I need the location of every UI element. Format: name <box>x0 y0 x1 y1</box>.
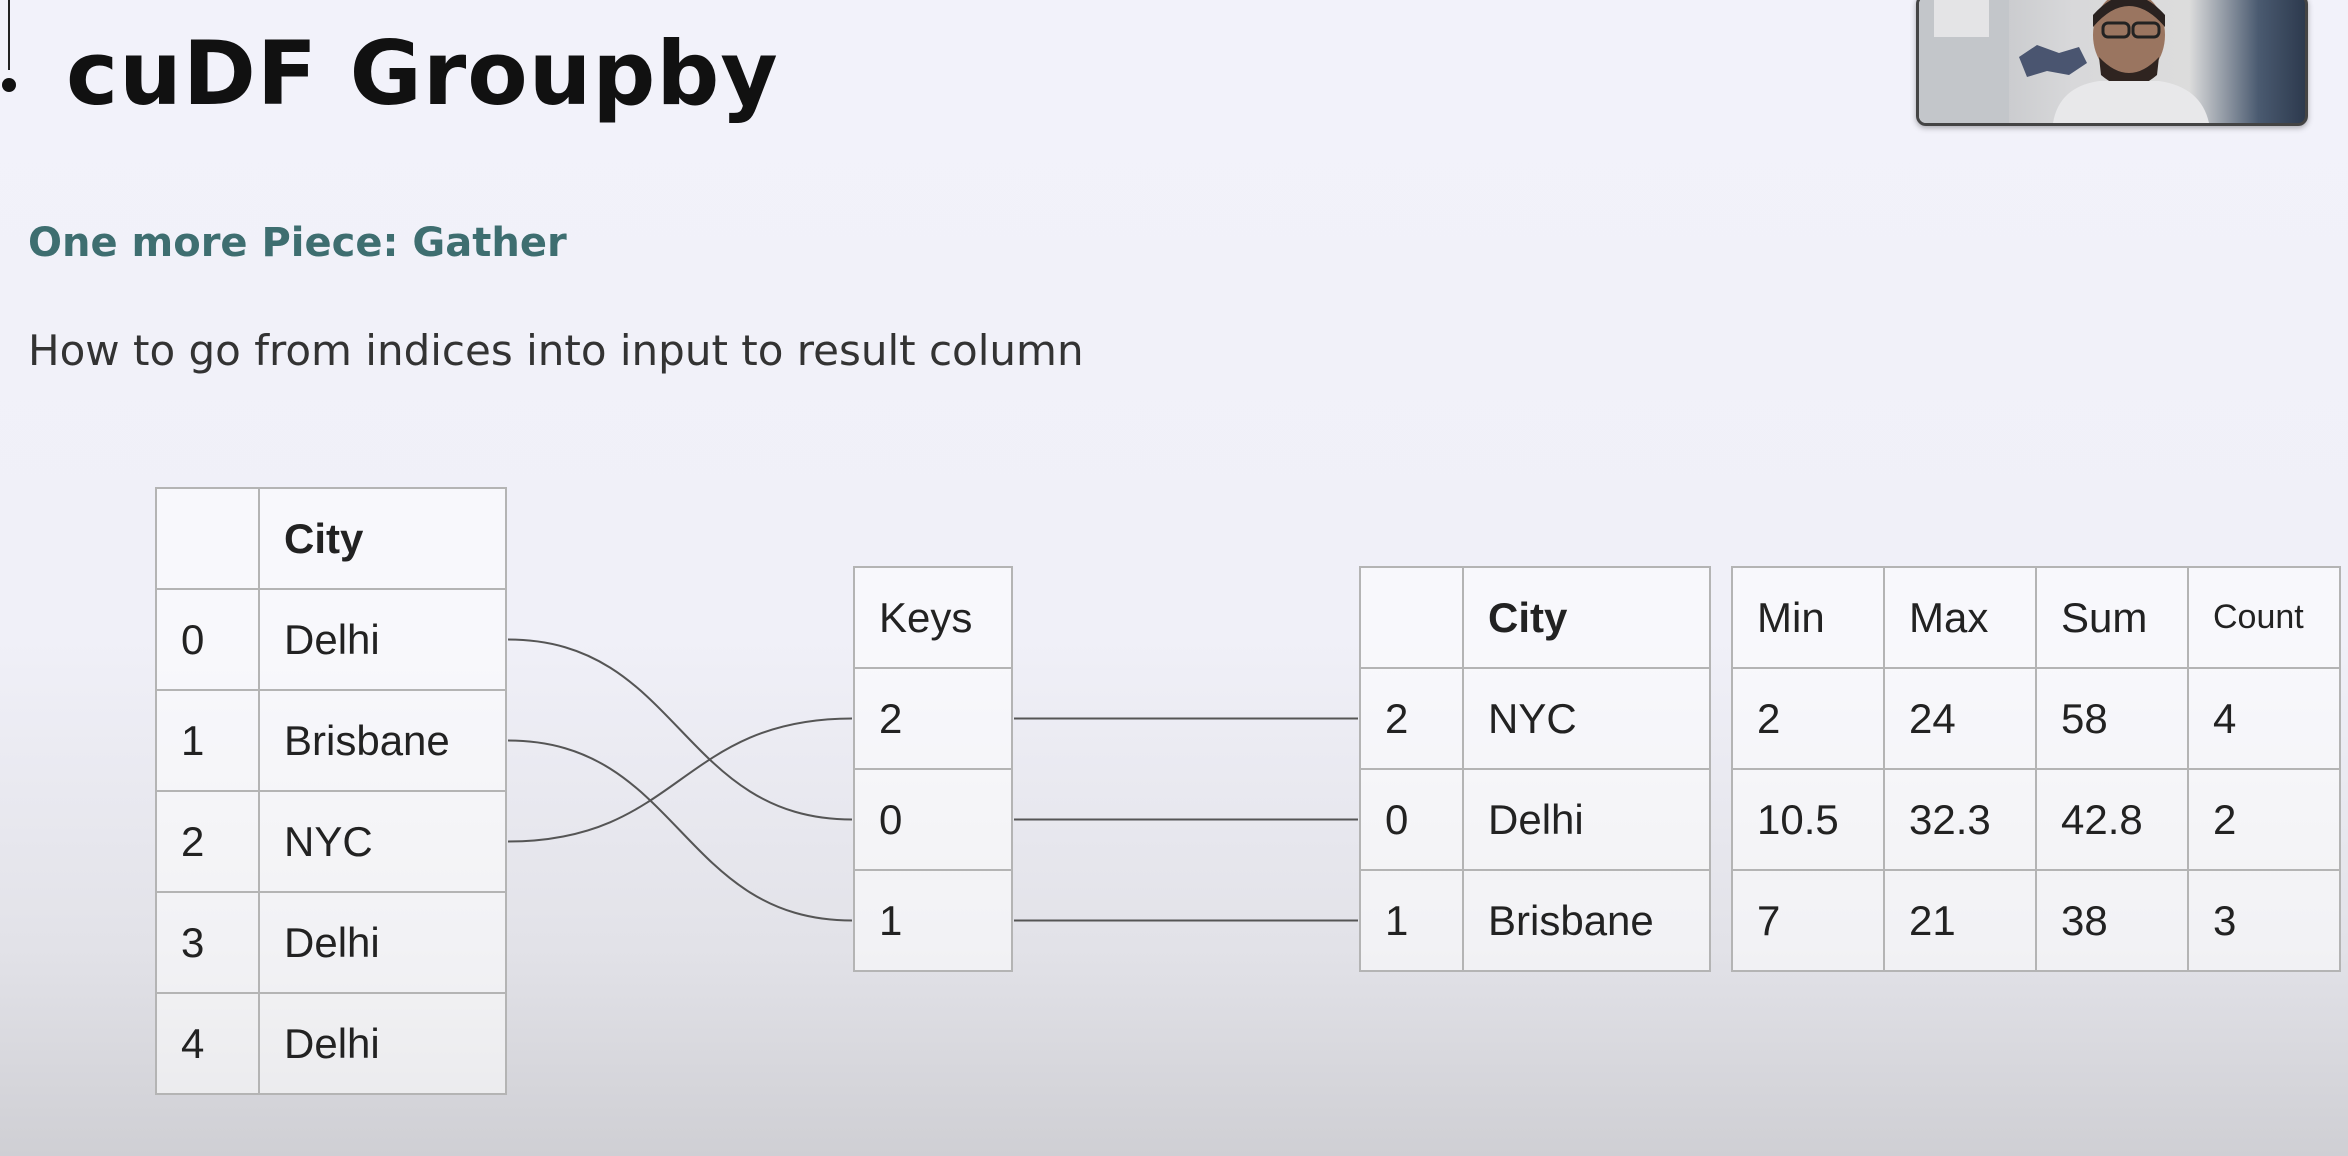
result-city-table: City 2 NYC 0 Delhi 1 Brisbane <box>1359 566 1711 972</box>
table-header-row: City <box>1359 566 1711 669</box>
index-cell: 3 <box>155 891 260 994</box>
aggregate-table: Min Max Sum Count 2 24 58 4 10.5 32.3 42… <box>1731 566 2341 972</box>
presenter-video-icon <box>1919 0 2209 123</box>
city-cell: Delhi <box>258 891 507 994</box>
table-row: 0 Delhi <box>1359 768 1711 871</box>
table-row: 10.5 32.3 42.8 2 <box>1731 768 2341 871</box>
max-header-cell: Max <box>1883 566 2037 669</box>
keys-header-cell: Keys <box>853 566 1013 669</box>
city-cell: Brisbane <box>258 689 507 792</box>
sum-cell: 58 <box>2035 667 2189 770</box>
city-cell: Delhi <box>258 992 507 1095</box>
max-cell: 32.3 <box>1883 768 2037 871</box>
table-row: 2 <box>853 667 1013 770</box>
table-header-row: Keys <box>853 566 1013 669</box>
table-row: 3 Delhi <box>155 891 507 994</box>
count-cell: 3 <box>2187 869 2341 972</box>
table-row: 4 Delhi <box>155 992 507 1095</box>
max-cell: 21 <box>1883 869 2037 972</box>
slide-subtitle: One more Piece: Gather <box>28 220 567 266</box>
table-row: 2 NYC <box>155 790 507 893</box>
sum-header-cell: Sum <box>2035 566 2189 669</box>
slide-title: cuDF Groupby <box>66 22 779 125</box>
sum-cell: 42.8 <box>2035 768 2189 871</box>
count-cell: 2 <box>2187 768 2341 871</box>
table-row: 0 <box>853 768 1013 871</box>
index-cell: 1 <box>155 689 260 792</box>
min-cell: 10.5 <box>1731 768 1885 871</box>
index-cell: 4 <box>155 992 260 1095</box>
slide-edge-line <box>8 0 10 70</box>
index-header-cell <box>155 487 260 590</box>
max-cell: 24 <box>1883 667 2037 770</box>
table-row: 2 NYC <box>1359 667 1711 770</box>
count-header-cell: Count <box>2187 566 2341 669</box>
table-header-row: Min Max Sum Count <box>1731 566 2341 669</box>
index-cell: 2 <box>155 790 260 893</box>
index-cell: 2 <box>1359 667 1464 770</box>
index-header-cell <box>1359 566 1464 669</box>
index-cell: 1 <box>1359 869 1464 972</box>
table-row: 2 24 58 4 <box>1731 667 2341 770</box>
table-row: 7 21 38 3 <box>1731 869 2341 972</box>
table-header-row: City <box>155 487 507 590</box>
table-row: 0 Delhi <box>155 588 507 691</box>
keys-table: Keys 2 0 1 <box>853 566 1013 972</box>
table-row: 1 Brisbane <box>1359 869 1711 972</box>
table-row: 1 <box>853 869 1013 972</box>
city-cell: NYC <box>258 790 507 893</box>
input-table: City 0 Delhi 1 Brisbane 2 NYC 3 Delhi 4 … <box>155 487 507 1095</box>
count-cell: 4 <box>2187 667 2341 770</box>
index-cell: 0 <box>155 588 260 691</box>
min-cell: 7 <box>1731 869 1885 972</box>
city-cell: Delhi <box>258 588 507 691</box>
index-cell: 0 <box>1359 768 1464 871</box>
key-cell: 0 <box>853 768 1013 871</box>
connector-input-to-key <box>507 739 853 922</box>
webcam-thumbnail <box>1916 0 2308 126</box>
connector-input-to-key <box>507 638 853 821</box>
city-header-cell: City <box>1462 566 1711 669</box>
key-cell: 1 <box>853 869 1013 972</box>
table-row: 1 Brisbane <box>155 689 507 792</box>
city-cell: Delhi <box>1462 768 1711 871</box>
min-cell: 2 <box>1731 667 1885 770</box>
sum-cell: 38 <box>2035 869 2189 972</box>
city-header-cell: City <box>258 487 507 590</box>
city-cell: NYC <box>1462 667 1711 770</box>
connector-input-to-key <box>507 717 853 843</box>
key-cell: 2 <box>853 667 1013 770</box>
min-header-cell: Min <box>1731 566 1885 669</box>
bullet-dot <box>2 78 16 92</box>
city-cell: Brisbane <box>1462 869 1711 972</box>
slide-body-text: How to go from indices into input to res… <box>28 326 1084 375</box>
